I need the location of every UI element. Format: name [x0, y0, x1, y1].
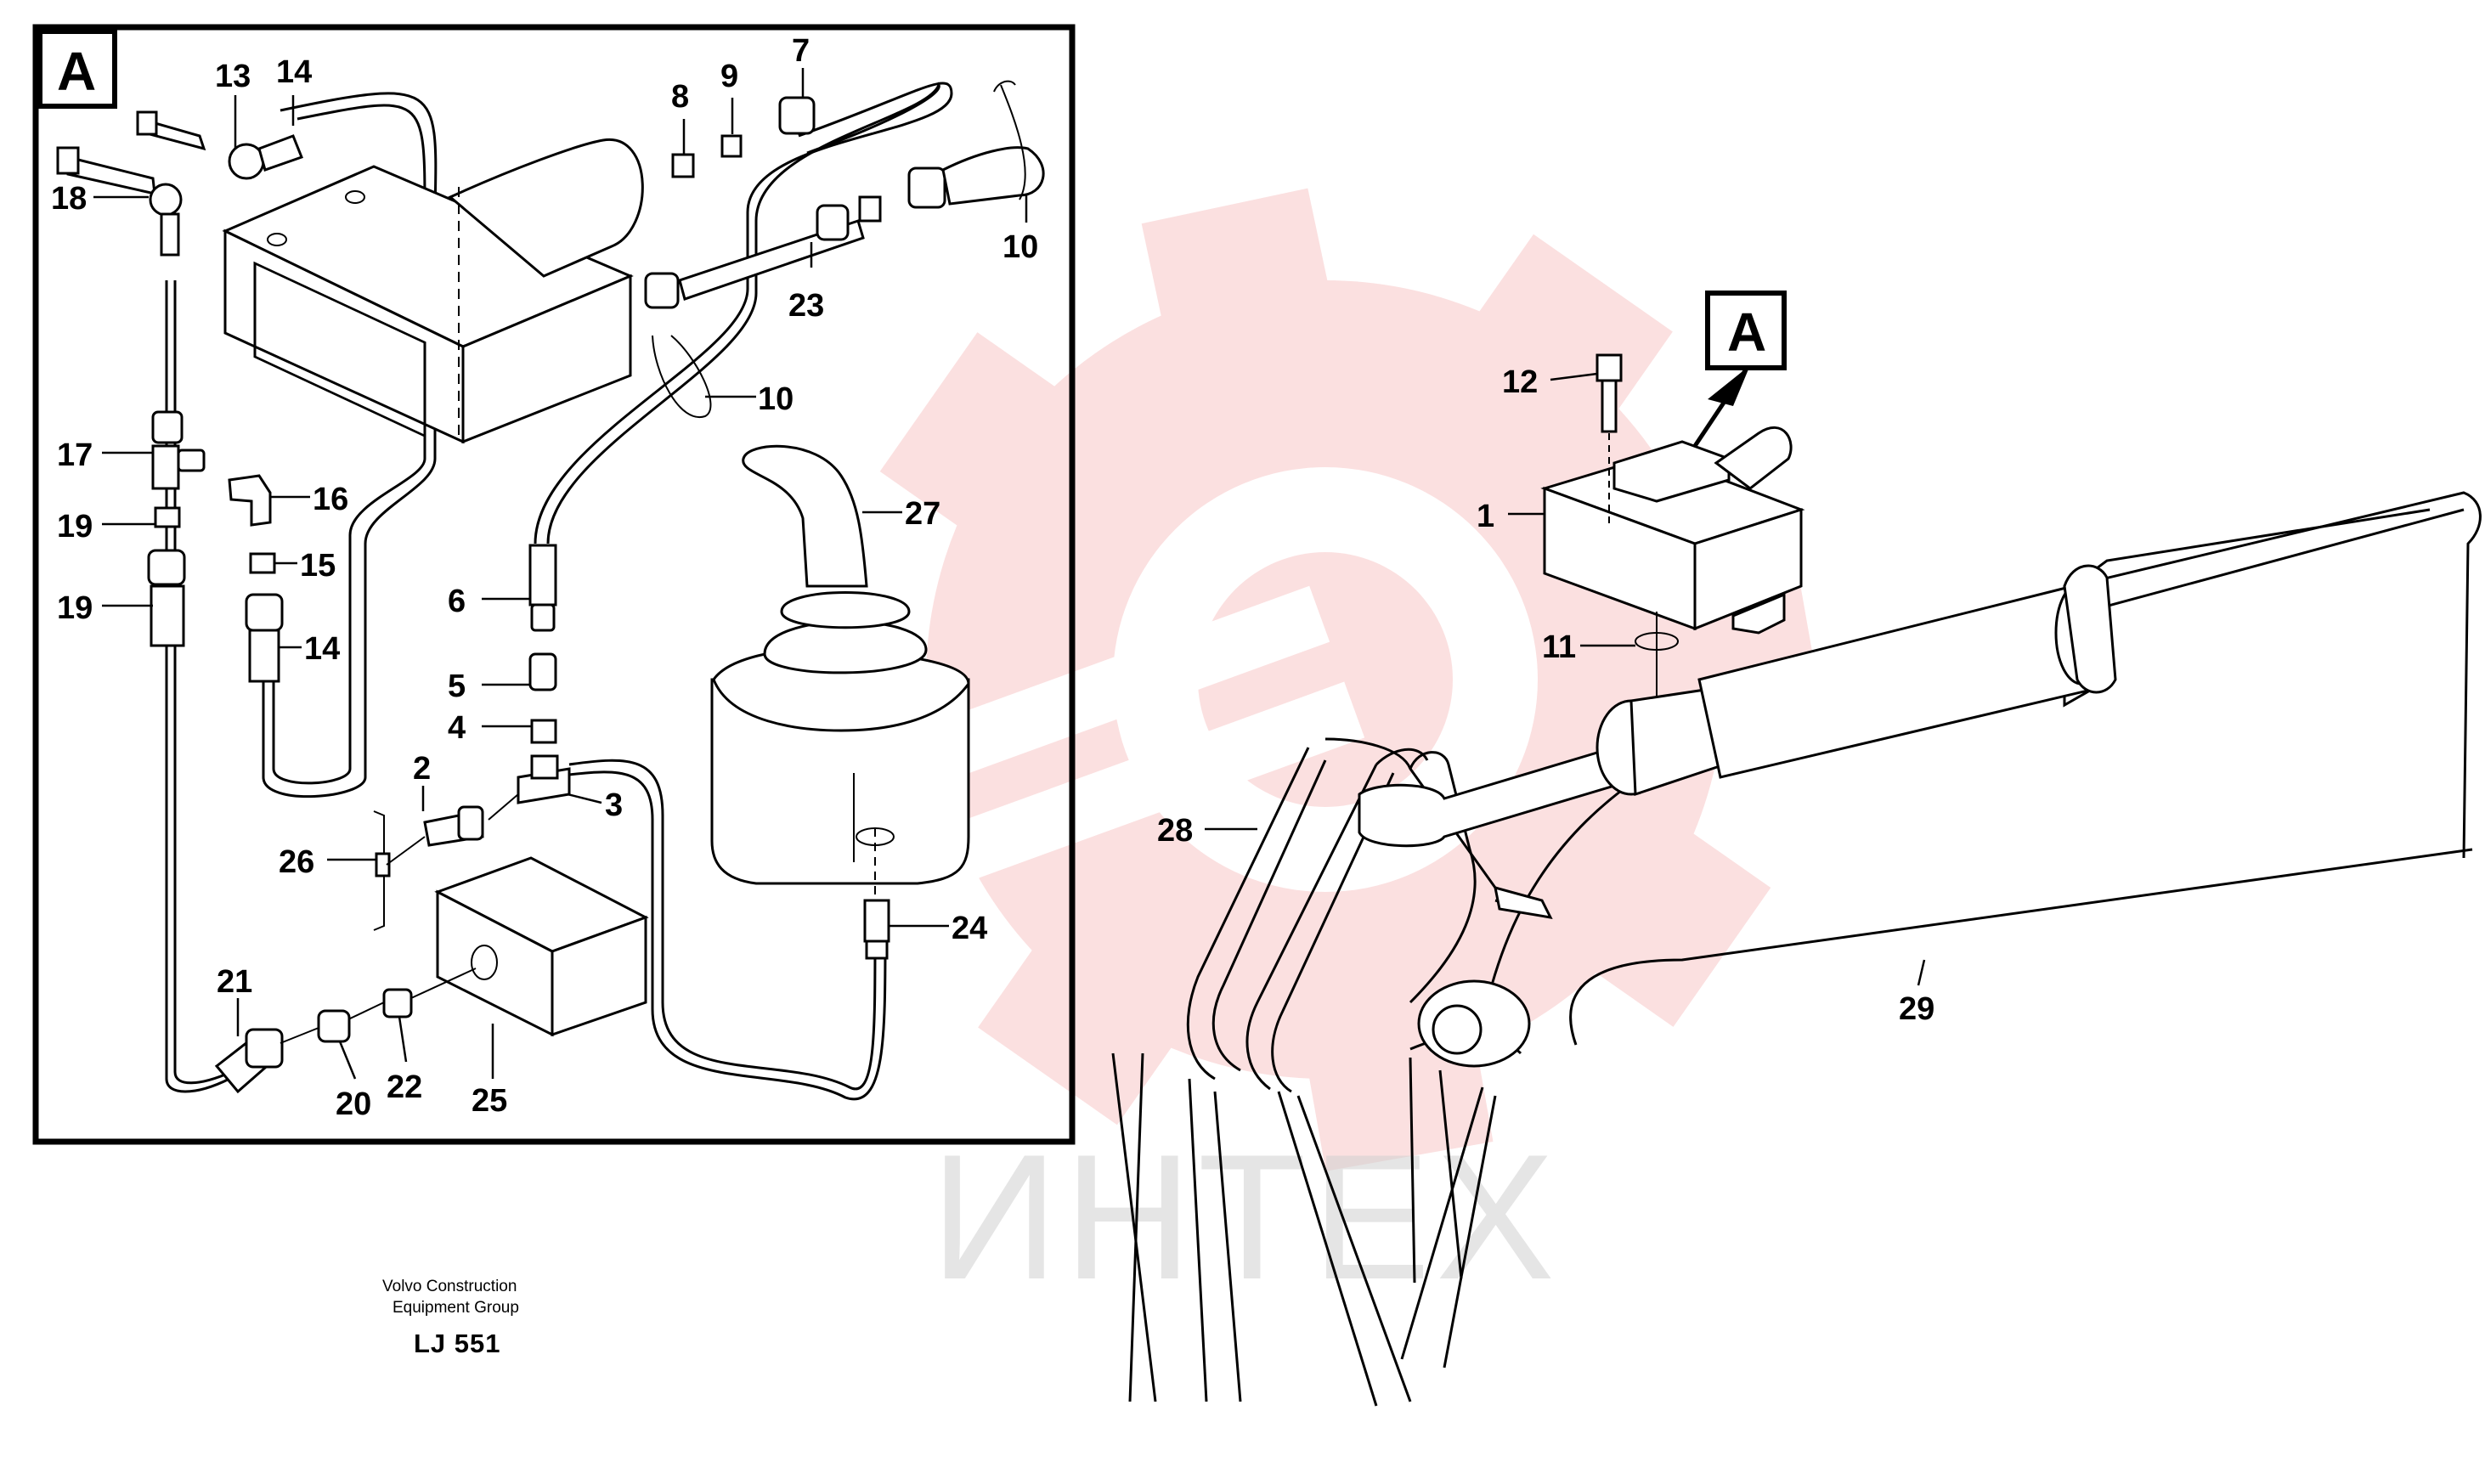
label-4: 4 [448, 710, 466, 746]
label-28: 28 [1157, 813, 1193, 849]
label-10-top: 10 [1002, 229, 1038, 265]
top-fittings [56, 80, 1045, 419]
lower-fittings [214, 968, 477, 1094]
label-25: 25 [472, 1083, 507, 1119]
label-17: 17 [57, 437, 93, 473]
label-27: 27 [905, 496, 940, 532]
leader-lines [93, 68, 1926, 1080]
label-3: 3 [605, 787, 623, 823]
label-8: 8 [671, 79, 689, 115]
hoses [165, 82, 953, 1101]
caption-line-2: Equipment Group [393, 1299, 519, 1317]
callout-letter: A [1727, 302, 1766, 363]
label-21: 21 [217, 964, 252, 1000]
label-15: 15 [300, 548, 336, 584]
label-10-mid: 10 [758, 381, 794, 417]
label-26: 26 [279, 844, 314, 880]
hydraulic-cylinder [1358, 564, 2117, 848]
label-9: 9 [720, 59, 738, 94]
middle-fittings [373, 544, 571, 931]
label-16: 16 [313, 482, 348, 517]
label-29: 29 [1899, 991, 1934, 1027]
label-24: 24 [952, 911, 987, 946]
label-19-lower: 19 [57, 590, 93, 626]
drawing-code: LJ 551 [414, 1329, 501, 1358]
label-12: 12 [1502, 364, 1538, 400]
label-5: 5 [448, 669, 466, 704]
caption-block: Volvo Construction Equipment Group LJ 55… [382, 1278, 519, 1358]
label-6: 6 [448, 584, 466, 619]
label-11: 11 [1542, 629, 1576, 665]
detail-letter-box [37, 29, 117, 109]
part-labels: 13 14 8 9 7 18 10 23 10 17 16 19 15 19 1… [51, 33, 1934, 1122]
label-13: 13 [215, 59, 251, 94]
label-18: 18 [51, 181, 87, 217]
label-23: 23 [788, 288, 824, 324]
left-fittings [147, 410, 284, 683]
label-20: 20 [336, 1086, 371, 1122]
caption-line-1: Volvo Construction [382, 1278, 517, 1295]
label-7: 7 [792, 33, 810, 69]
label-14-lower: 14 [304, 631, 340, 667]
valve-block [222, 138, 644, 444]
joystick [710, 444, 970, 960]
callout-letter-box [1705, 291, 1787, 370]
label-1: 1 [1477, 499, 1494, 534]
label-14: 14 [276, 54, 312, 90]
block-25 [434, 856, 649, 1037]
label-19-upper: 19 [57, 509, 93, 545]
valve-unit-1 [1540, 353, 1805, 697]
watermark-gear-logo [833, 188, 1817, 1171]
detail-letter: A [57, 41, 96, 102]
watermark-text: ИНТЕХ [930, 1117, 1560, 1317]
boom-assembly [1111, 491, 2482, 1407]
label-22: 22 [387, 1069, 422, 1105]
label-2: 2 [413, 751, 431, 787]
detail-frame [32, 24, 1076, 1145]
